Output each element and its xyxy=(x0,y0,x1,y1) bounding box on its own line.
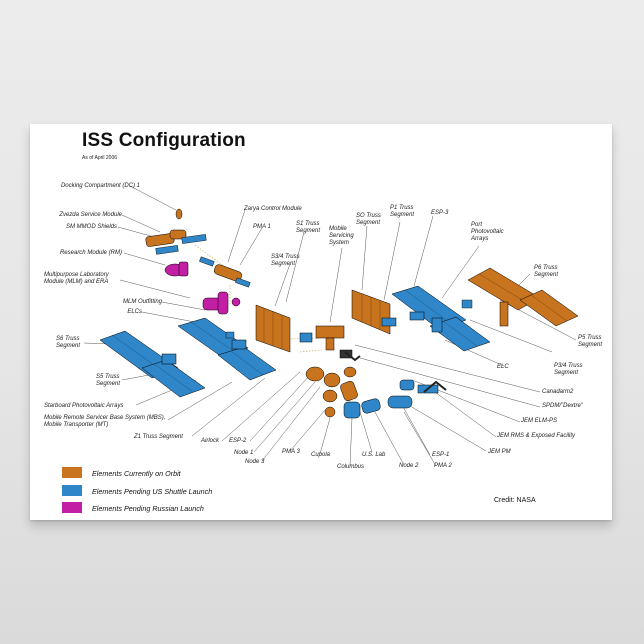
label-p1-line1: P1 Truss xyxy=(390,205,414,211)
label-canadarm2: Canadarm2 xyxy=(542,389,574,395)
label-s5-line2: Segment xyxy=(96,381,121,387)
label-jem-pm: JEM PM xyxy=(488,449,511,455)
label-s0-line1: SO Truss xyxy=(356,213,381,219)
label-zarya: Zarya Control Module xyxy=(244,206,302,212)
label-pma1: PMA 1 xyxy=(253,224,271,230)
label-esp3: ESP-3 xyxy=(431,210,449,216)
label-esp1: ESP-1 xyxy=(432,452,450,458)
poster-subtitle: As of April 2006 xyxy=(82,155,118,161)
s34-blue-arrays xyxy=(177,317,277,381)
label-spdm: SPDM/"Dextre" xyxy=(542,403,583,409)
label-port-pv-line1: Port xyxy=(471,222,483,228)
label-s0-line2: Segment xyxy=(356,220,381,226)
label-s34-line1: S3/4 Truss xyxy=(271,254,300,260)
label-mss-line2: Servicing xyxy=(329,233,354,239)
p1-radiator xyxy=(351,289,397,335)
label-mss-line3: System xyxy=(329,240,350,246)
s0-center-truss xyxy=(299,325,353,359)
label-s5-line1: S5 Truss xyxy=(96,374,120,380)
label-p5-line1: P5 Truss xyxy=(578,335,602,341)
label-us-lab: U.S. Lab xyxy=(362,452,386,458)
s34-radiator xyxy=(255,304,291,353)
label-cupola: Cupola xyxy=(311,452,331,458)
label-p5-line2: Segment xyxy=(578,342,603,348)
label-research-module: Research Module (RM) xyxy=(59,250,122,256)
label-s6-line2: Segment xyxy=(56,343,81,349)
label-mbs-line2: Mobile Transporter (MT) xyxy=(44,422,109,428)
mlm-module xyxy=(202,291,241,315)
label-p6-line1: P6 Truss xyxy=(534,265,558,271)
label-p1-line2: Segment xyxy=(390,212,415,218)
legend-label-russian: Elements Pending Russian Launch xyxy=(92,504,204,513)
credit-text: Credit: NASA xyxy=(494,497,536,504)
label-node3: Node 3 xyxy=(245,459,265,465)
label-node2: Node 2 xyxy=(399,463,419,469)
label-zvezda: Zvezda Service Module xyxy=(59,212,122,218)
poster-title: ISS Configuration xyxy=(82,130,246,151)
label-node1: Node 1 xyxy=(234,450,254,456)
research-module xyxy=(164,261,189,277)
label-columbus: Columbus xyxy=(337,464,365,470)
jem-rms-arm xyxy=(423,380,447,393)
label-mss-line1: Mobile xyxy=(329,226,347,232)
label-p34-line2: Segment xyxy=(554,370,579,376)
label-esp2: ESP-2 xyxy=(229,438,247,444)
p6-orange-arrays xyxy=(467,267,579,327)
label-s34-line2: Segment xyxy=(271,261,296,267)
label-mlm-outfitting: MLM Outfitting xyxy=(122,299,162,305)
label-s1-line2: Segment xyxy=(296,228,321,234)
label-starboard-arrays: Starboard Photovoltaic Arrays xyxy=(44,403,124,409)
poster-sheet xyxy=(30,124,612,520)
label-mlm-line1: Multipurpose Laboratory xyxy=(44,272,109,278)
label-pma2: PMA 2 xyxy=(434,463,452,469)
label-elcs: ELCs xyxy=(127,309,142,315)
label-mbs-line1: Mobile Remote Servicer Base System (MBS)… xyxy=(44,415,166,421)
label-s6-line1: S6 Truss xyxy=(56,336,80,342)
zarya-module xyxy=(199,256,251,288)
s6-truss-arrays xyxy=(99,330,206,398)
label-pma3: PMA 3 xyxy=(282,449,300,455)
legend-swatch-russian xyxy=(62,502,82,513)
label-mlm-line2: Module (MLM) and ERA xyxy=(44,279,109,285)
label-elc: ELC xyxy=(497,364,509,370)
label-p6-line2: Segment xyxy=(534,272,559,278)
legend-swatch-shuttle xyxy=(62,485,82,496)
pressurized-modules xyxy=(305,366,439,419)
port-blue-arrays xyxy=(391,285,491,352)
label-dc1: Docking Compartment (DC) 1 xyxy=(60,183,140,189)
dextre-arm xyxy=(344,351,361,362)
label-jem-elm: JEM ELM-PS xyxy=(521,418,558,424)
label-s1-line1: S1 Truss xyxy=(296,221,320,227)
legend-label-orbit: Elements Currently on Orbit xyxy=(92,469,181,478)
label-port-pv-line3: Arrays xyxy=(471,236,489,242)
label-z1-truss: Z1 Truss Segment xyxy=(134,434,183,440)
legend-label-shuttle: Elements Pending US Shuttle Launch xyxy=(92,487,213,496)
zvezda-module xyxy=(145,208,207,255)
label-port-pv-line2: Photovoltaic xyxy=(471,229,504,235)
label-sm-mmod: SM MMOD Shields xyxy=(65,224,117,230)
label-airlock: Airlock xyxy=(201,438,220,444)
legend-swatch-orbit xyxy=(62,467,82,478)
label-jem-rms: JEM RMS & Exposed Facility xyxy=(497,433,576,439)
label-p34-line1: P3/4 Truss xyxy=(554,363,583,369)
